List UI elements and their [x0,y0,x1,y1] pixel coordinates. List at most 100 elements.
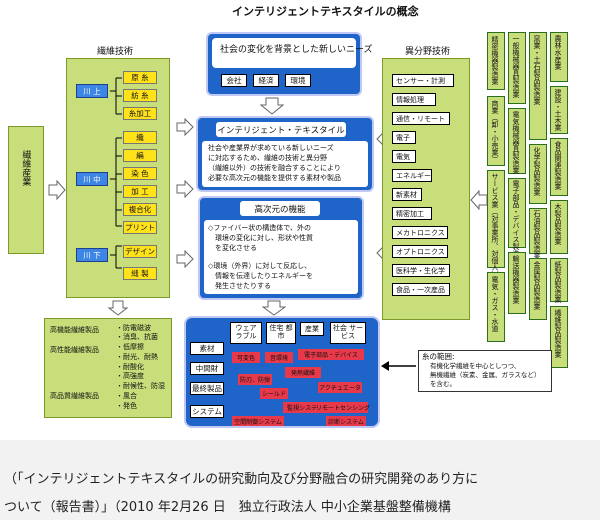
tech-electric: 電気 [392,150,416,163]
industry-box-15 [487,272,505,342]
app-space-control: 空間制御システム [232,416,284,426]
industry-box-14 [550,200,568,254]
textile-industry-label: 繊維産業 [20,150,31,186]
industry-10: 電子部品・デバイス製造業 [512,180,521,264]
industry-1: 一般機械器具製造業 [512,35,521,98]
industry-box-6 [508,108,526,174]
industry-box-11 [529,208,547,254]
industry-box-9 [487,170,505,268]
it-desc-line-1: に対応するため、繊維の技術と異分野 [208,154,327,162]
stage-upstream: 川 上 [76,84,108,98]
app-remote-sensing: リモートセンシング [316,402,370,413]
industry-0: 精密機器製造業 [491,36,500,85]
tech-electronic: 電子 [392,131,416,144]
industry-4: 建設・土木業 [554,89,563,131]
process-design: デザイン [123,245,157,258]
process-knitting: 編 [123,149,157,162]
app-shield: シールド [260,388,288,399]
tech-optronics: オプトロニクス [392,245,448,258]
industry-13: 金属製品製造業 [533,261,542,310]
field-social-service: 社会 サービス [330,322,366,344]
process-weaving: 織 [123,131,157,144]
field-material: 素材 [190,342,224,355]
arrow-note-pointer [381,361,416,371]
process-dyeing: 染 色 [123,167,157,180]
product-feature-8: ・発色 [116,402,137,410]
process-spinning: 紡 糸 [123,89,157,102]
caption-area: （「インテリジェントテキスタイルの研究動向及び分野融合の研究開発のあり方に つい… [0,440,600,520]
needs-title: 社会の変化を背景とした新しいニーズ [220,45,373,55]
industry-box-1 [508,32,526,104]
note-line-0: 有機化学繊維を中心としつつ、 [430,362,521,370]
product-feature-0: ・防電磁波 [116,324,151,332]
high-function-title: 高次元の機能 [240,201,320,216]
tech-medical: 医科学・生化学 [392,264,450,277]
arrow-industries-to-tech [470,190,488,210]
tech-energy: エネルギー [392,169,432,182]
other-tech-heading: 異分野技術 [405,47,451,57]
process-compositing: 複合化 [123,203,157,216]
arrow-needs-down [260,97,284,115]
process-yarn-processing: 糸加工 [123,107,157,120]
industry-box-4 [550,86,568,134]
it-desc-line-3: 必要な高次元の機能を提供する素材や製品 [208,174,341,182]
industry-box-16 [550,258,568,302]
app-monitoring-system: 監視システム [283,402,327,413]
stage-brackets [110,77,122,269]
arrow-left-to-center-1 [176,118,194,136]
intelligent-textile-desc-box [202,141,368,187]
tech-precision: 精密加工 [392,207,432,220]
industry-3: 農林水産業 [554,35,563,70]
product-label-high-function: 高機能繊維製品 [50,326,99,334]
product-feature-6: ・耐候性、防湿 [116,382,165,390]
textile-industry-box [8,126,44,254]
field-final-product: 最終製品 [190,382,224,395]
caption-line-1: （「インテリジェントテキスタイルの研究動向及び分野融合の研究開発のあり方に [4,472,479,487]
industry-7: 化学製品製造業 [533,147,542,196]
needs-chip-environment: 環境 [285,74,311,87]
func-desc-line-1: 環境の変化に対し、形状や性質 [208,234,313,242]
industry-16: 紙製品製造業 [554,261,563,303]
func-desc-line-4: ◇環境（外界）に対して反応し、 [208,262,312,270]
app-heating-fiber: 発熱繊維 [285,367,321,378]
needs-title-box [212,38,356,68]
func-desc-line-2: を変化させる [208,244,257,252]
it-desc-line-2: （繊維以外）の技術を融合することにより [208,164,341,172]
industry-box-17 [550,306,568,368]
industry-box-12 [508,252,526,314]
industry-6: 電気機械器具製造業 [512,111,521,174]
note-line-1: 無機繊維（炭素、金属、ガラスなど） [430,371,541,379]
industry-box-5 [487,96,505,166]
product-feature-3: ・耐光、耐熱 [116,353,158,361]
arrow-tech-to-products [108,300,128,316]
product-label-high-performance: 高性能繊維製品 [50,346,99,354]
industry-box-10 [508,178,526,248]
tech-communication: 通信・リモート [392,112,450,125]
tech-mechatronics: メカトロニクス [392,226,448,239]
industry-8: 食品関連製造業 [554,141,563,190]
process-printing: プリント [123,221,157,234]
industry-9: サービス業（対事業所、対個人） [491,173,500,278]
industry-box-7 [529,144,547,204]
product-label-high-quality: 高品質繊維製品 [50,392,99,400]
process-raw-yarn: 原 糸 [123,71,157,84]
industry-11: 石油製品製造業 [533,210,542,259]
industry-box-2 [529,32,547,140]
industry-12: 輸送機器製造業 [512,255,521,304]
high-function-desc-box [204,220,358,294]
product-feature-4: ・耐酸化 [116,363,144,371]
field-industry: 産業 [300,322,324,336]
needs-chip-economy: 経済 [253,74,279,87]
field-housing-city: 住宅 都市 [266,322,296,344]
stage-midstream: 川 中 [76,172,108,186]
stage-downstream: 川 下 [76,248,108,262]
field-wearable: ウェア ラブル [230,322,262,344]
intelligent-textile-title: インテリジェント・テキスタイル [216,122,346,137]
industry-14: 木製品製造業 [554,203,563,245]
industry-box-3 [550,32,568,82]
func-desc-line-0: ◇ファイバー状の構造体で、外の [208,224,311,232]
arrow-func-down [262,300,286,316]
diagram-title: インテリジェントテキスタイルの概念 [232,5,419,18]
process-finishing: 加 工 [123,185,157,198]
arrow-left-to-center-3 [176,250,194,268]
